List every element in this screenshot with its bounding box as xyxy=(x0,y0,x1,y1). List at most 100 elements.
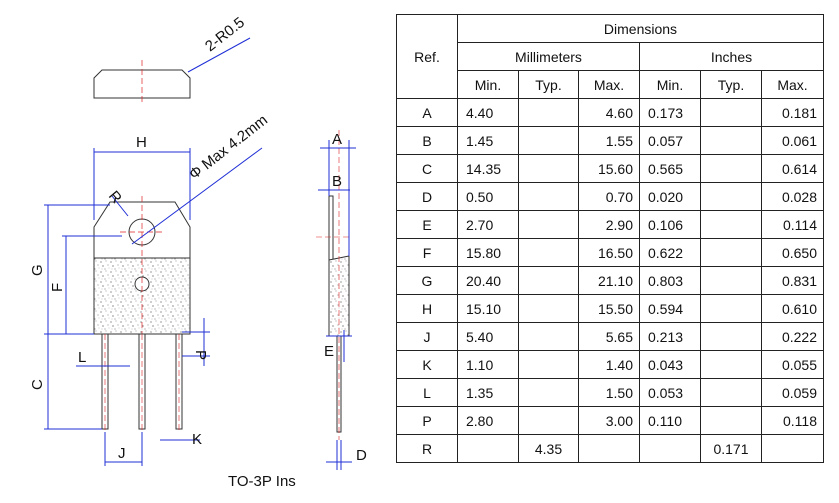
value-cell xyxy=(700,154,762,183)
value-cell: 0.181 xyxy=(761,98,824,127)
value-cell: 0.222 xyxy=(761,322,824,351)
label-a: A xyxy=(332,131,342,148)
ref-cell: K xyxy=(396,350,458,379)
value-cell xyxy=(700,378,762,407)
value-cell: 0.594 xyxy=(639,294,701,323)
value-cell xyxy=(518,294,579,323)
value-cell: 0.053 xyxy=(639,378,701,407)
value-cell xyxy=(518,154,579,183)
value-cell: 0.173 xyxy=(639,98,701,127)
value-cell xyxy=(578,434,640,463)
value-cell xyxy=(518,350,579,379)
label-k: K xyxy=(192,431,202,448)
value-cell: 1.45 xyxy=(457,126,519,155)
value-cell: 1.55 xyxy=(578,126,640,155)
label-g: G xyxy=(29,264,46,276)
value-cell: 5.65 xyxy=(578,322,640,351)
value-cell: 21.10 xyxy=(578,266,640,295)
label-p: P xyxy=(192,350,209,360)
ref-cell: E xyxy=(396,210,458,239)
header-inches: Inches xyxy=(639,42,824,71)
value-cell xyxy=(700,182,762,211)
value-cell xyxy=(518,238,579,267)
value-cell xyxy=(700,98,762,127)
label-b: B xyxy=(332,173,342,190)
ref-cell: G xyxy=(396,266,458,295)
value-cell: 1.10 xyxy=(457,350,519,379)
subheader-cell: Typ. xyxy=(700,70,762,99)
ref-cell: L xyxy=(396,378,458,407)
value-cell xyxy=(700,350,762,379)
value-cell: 14.35 xyxy=(457,154,519,183)
value-cell: 0.106 xyxy=(639,210,701,239)
value-cell: 4.35 xyxy=(518,434,579,463)
value-cell: 20.40 xyxy=(457,266,519,295)
label-h: H xyxy=(136,134,147,151)
value-cell: 0.831 xyxy=(761,266,824,295)
hole-leader xyxy=(131,147,263,245)
value-cell: 0.622 xyxy=(639,238,701,267)
value-cell xyxy=(518,98,579,127)
value-cell xyxy=(457,434,519,463)
value-cell: 15.50 xyxy=(578,294,640,323)
value-cell: 3.00 xyxy=(578,406,640,435)
value-cell: 4.60 xyxy=(578,98,640,127)
ref-cell: A xyxy=(396,98,458,127)
front-view-leads xyxy=(101,333,183,432)
value-cell: 4.40 xyxy=(457,98,519,127)
value-cell: 1.35 xyxy=(457,378,519,407)
label-e: E xyxy=(324,343,334,360)
subheader-cell: Max. xyxy=(761,70,824,99)
value-cell: 1.40 xyxy=(578,350,640,379)
value-cell xyxy=(518,322,579,351)
header-dimensions: Dimensions xyxy=(457,14,824,43)
value-cell: 0.020 xyxy=(639,182,701,211)
value-cell: 0.50 xyxy=(457,182,519,211)
value-cell: 1.50 xyxy=(578,378,640,407)
subheader-cell: Typ. xyxy=(518,70,579,99)
package-caption: TO-3P Ins xyxy=(228,473,296,490)
value-cell: 16.50 xyxy=(578,238,640,267)
ref-cell: P xyxy=(396,406,458,435)
value-cell: 0.059 xyxy=(761,378,824,407)
radius-leader xyxy=(187,37,251,73)
header-millimeters: Millimeters xyxy=(457,42,640,71)
ref-cell: C xyxy=(396,154,458,183)
value-cell: 15.80 xyxy=(457,238,519,267)
subheader-cell: Max. xyxy=(578,70,640,99)
ref-cell: R xyxy=(396,434,458,463)
value-cell xyxy=(639,434,701,463)
value-cell: 0.614 xyxy=(761,154,824,183)
value-cell xyxy=(518,266,579,295)
label-f: F xyxy=(49,283,66,292)
value-cell: 0.110 xyxy=(639,406,701,435)
value-cell: 0.043 xyxy=(639,350,701,379)
value-cell xyxy=(518,126,579,155)
label-c: C xyxy=(29,379,46,390)
ref-cell: J xyxy=(396,322,458,351)
value-cell xyxy=(700,210,762,239)
top-view-body xyxy=(93,60,191,104)
value-cell: 0.610 xyxy=(761,294,824,323)
value-cell: 0.803 xyxy=(639,266,701,295)
ref-cell: D xyxy=(396,182,458,211)
value-cell: 0.213 xyxy=(639,322,701,351)
value-cell xyxy=(700,322,762,351)
value-cell: 0.565 xyxy=(639,154,701,183)
subheader-cell: Min. xyxy=(639,70,701,99)
value-cell: 15.10 xyxy=(457,294,519,323)
value-cell xyxy=(700,238,762,267)
value-cell: 2.90 xyxy=(578,210,640,239)
header-ref: Ref. xyxy=(396,14,458,99)
value-cell: 0.055 xyxy=(761,350,824,379)
